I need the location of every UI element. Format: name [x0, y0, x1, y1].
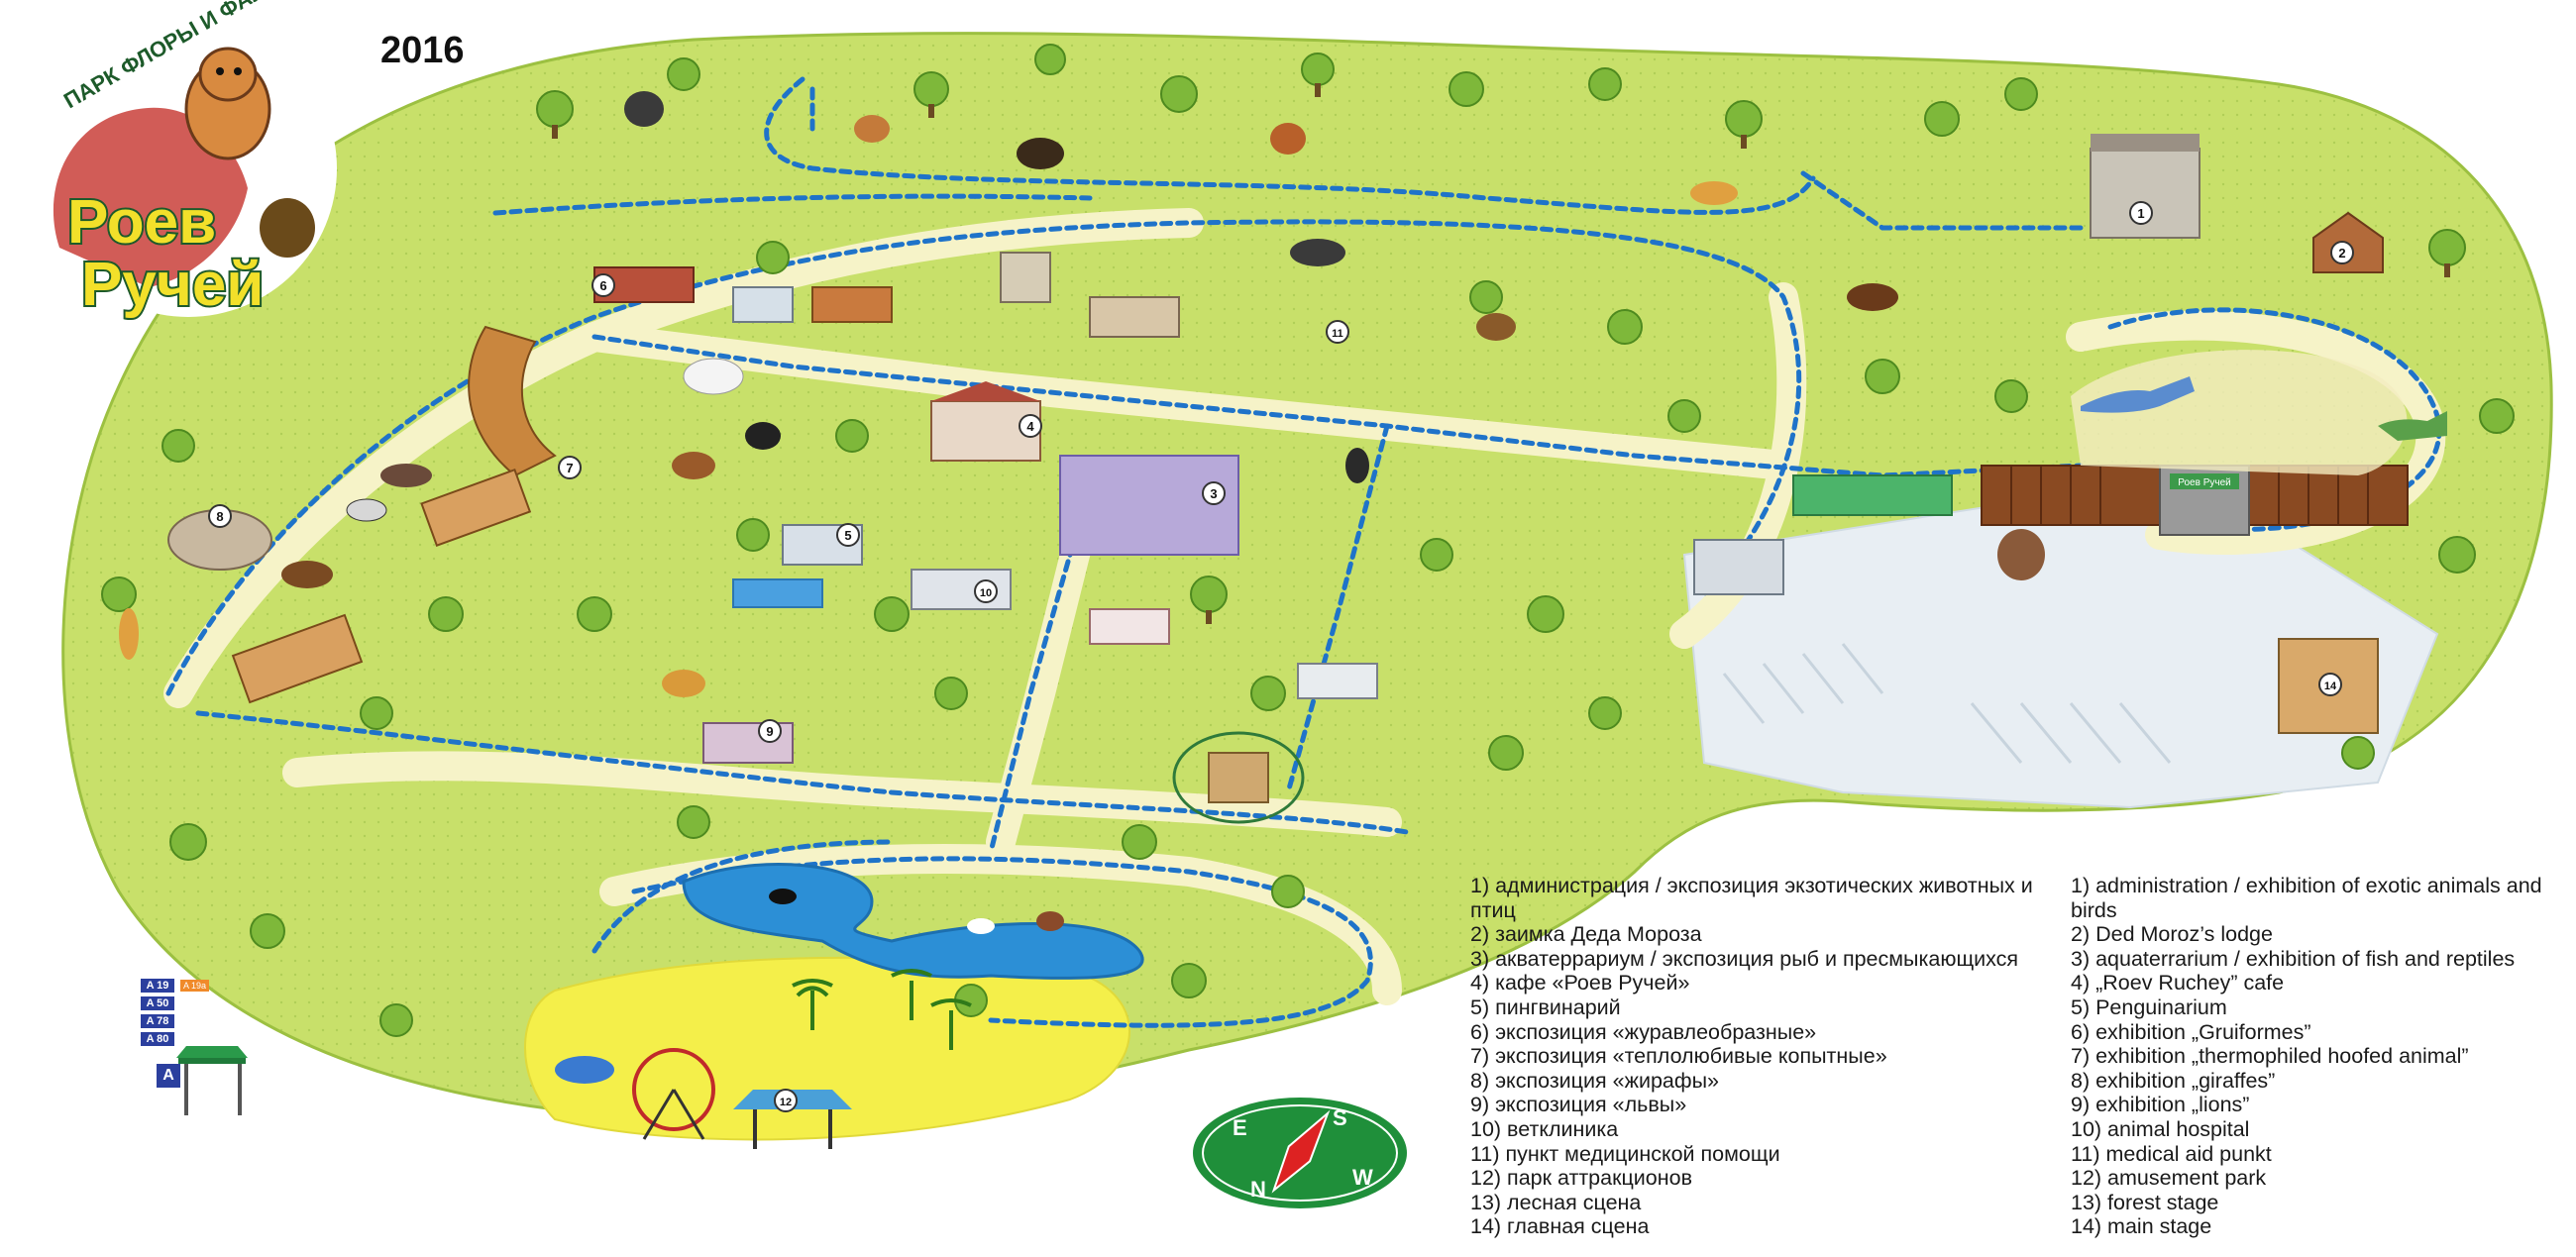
marker-circle — [1202, 481, 1226, 505]
legend-item: 14) main stage — [2071, 1214, 2212, 1239]
marker-number: 8 — [216, 509, 223, 524]
marker-number: 2 — [2338, 246, 2345, 261]
legend-item: 10) animal hospital — [2071, 1116, 2250, 1141]
road-badge: A 80 — [141, 1032, 174, 1046]
legend-item: 7) экспозиция «теплолюбивые копытные» — [1470, 1044, 1887, 1069]
logo-name-line2: Ручей — [81, 251, 264, 319]
bus-stop-letter: A — [157, 1064, 180, 1088]
legend-english: 1) administration / exhibition of exotic… — [2071, 874, 2566, 1239]
legend-item: 4) кафе «Роев Ручей» — [1470, 971, 1690, 995]
road-badge: A 78 — [141, 1014, 174, 1028]
legend-item: 6) exhibition „Gruiformes” — [2071, 1019, 2311, 1044]
marker-number: 4 — [1026, 419, 1034, 434]
legend-item: 1) администрация / экспозиция экзотическ… — [1470, 874, 2033, 922]
marker-number: 1 — [2137, 206, 2144, 221]
legend-item: 7) exhibition „thermophiled hoofed anima… — [2071, 1044, 2469, 1069]
compass: E S W N — [1193, 1098, 1407, 1208]
marker-circle — [1019, 414, 1042, 438]
legend-item: 13) лесная сцена — [1470, 1190, 1642, 1214]
marker-number: 3 — [1210, 486, 1217, 501]
lake — [682, 863, 1144, 980]
legend-item: 3) акватеррариум / экспозиция рыб и прес… — [1470, 946, 2019, 971]
marker-circle — [2330, 241, 2354, 264]
legend-item: 2) Ded Moroz’s lodge — [2071, 922, 2273, 947]
marker-circle — [774, 1089, 798, 1112]
legend-item: 12) парк аттракционов — [1470, 1166, 1693, 1191]
marker-circle — [2129, 201, 2153, 225]
legend-item: 13) forest stage — [2071, 1190, 2219, 1214]
legend-item: 12) amusement park — [2071, 1166, 2267, 1191]
legend-item: 11) medical aid punkt — [2071, 1141, 2272, 1166]
marker-circle — [1326, 320, 1349, 344]
bus-stop-shelter — [176, 1046, 248, 1115]
road-badge: A 19 — [141, 979, 174, 993]
marker-circle — [836, 523, 860, 547]
compass-west: W — [1352, 1165, 1373, 1190]
dinosaur-exhibit — [2071, 350, 2447, 475]
route-tag: A 19a — [180, 980, 210, 992]
animals — [119, 91, 2045, 931]
compass-east: E — [1233, 1115, 1247, 1140]
compass-north: N — [1250, 1177, 1266, 1202]
swans — [769, 889, 995, 934]
park-logo: ПАРК ФЛОРЫ И ФАУНЫ Роев Ручей — [40, 0, 337, 321]
palm-trees — [792, 969, 972, 1050]
legend-item: 2) заимка Деда Мороза — [1470, 922, 1702, 947]
legend-item: 9) exhibition „lions” — [2071, 1093, 2250, 1117]
legend-item: 4) „Roev Ruchey” cafe — [2071, 971, 2285, 995]
marker-number: 7 — [566, 461, 573, 475]
legend-item: 11) пункт медицинской помощи — [1470, 1141, 1780, 1166]
marker-number: 10 — [980, 587, 992, 599]
legend-item: 1) administration / exhibition of exotic… — [2071, 874, 2542, 922]
walking-route — [165, 76, 2442, 1028]
road-number-badges: A 19 A 50 A 78 A 80 — [141, 979, 174, 1050]
entrance-fence: Роев Ручей — [1792, 465, 2409, 536]
compass-south: S — [1333, 1105, 1347, 1130]
legend-item: 14) главная сцена — [1470, 1214, 1650, 1239]
legend-item: 8) exhibition „giraffes” — [2071, 1068, 2276, 1093]
road-badge: A 50 — [141, 996, 174, 1010]
legend-item: 8) экспозиция «жирафы» — [1470, 1068, 1719, 1093]
entrance-sign: Роев Ручей — [2178, 477, 2230, 488]
legend-russian: 1) администрация / экспозиция экзотическ… — [1470, 874, 2061, 1239]
parking-lines — [1722, 643, 2172, 764]
marker-number: 9 — [766, 724, 773, 739]
marker-number: 5 — [844, 528, 851, 543]
marker-number: 6 — [599, 278, 606, 293]
legend-item: 9) экспозиция «львы» — [1470, 1093, 1687, 1117]
marker-number: 11 — [1332, 328, 1343, 340]
marker-circle — [758, 719, 782, 743]
marker-number: 12 — [780, 1097, 792, 1108]
legend-item: 10) ветклиника — [1470, 1116, 1619, 1141]
logo-name-line1: Роев — [67, 188, 216, 257]
trees — [101, 44, 2515, 1037]
marker-number: 14 — [2324, 681, 2337, 692]
marker-circle — [2318, 673, 2342, 696]
marker-circle — [974, 579, 998, 603]
map-year: 2016 — [380, 30, 465, 71]
marker-circle — [591, 273, 615, 297]
marker-circle — [558, 456, 582, 479]
legend-item: 5) пингвинарий — [1470, 995, 1621, 1019]
marker-circle — [208, 504, 232, 528]
legend-item: 6) экспозиция «журавлеобразные» — [1470, 1019, 1817, 1044]
legend-item: 5) Penguinarium — [2071, 995, 2227, 1019]
legend-item: 3) aquaterrarium / exhibition of fish an… — [2071, 946, 2516, 971]
